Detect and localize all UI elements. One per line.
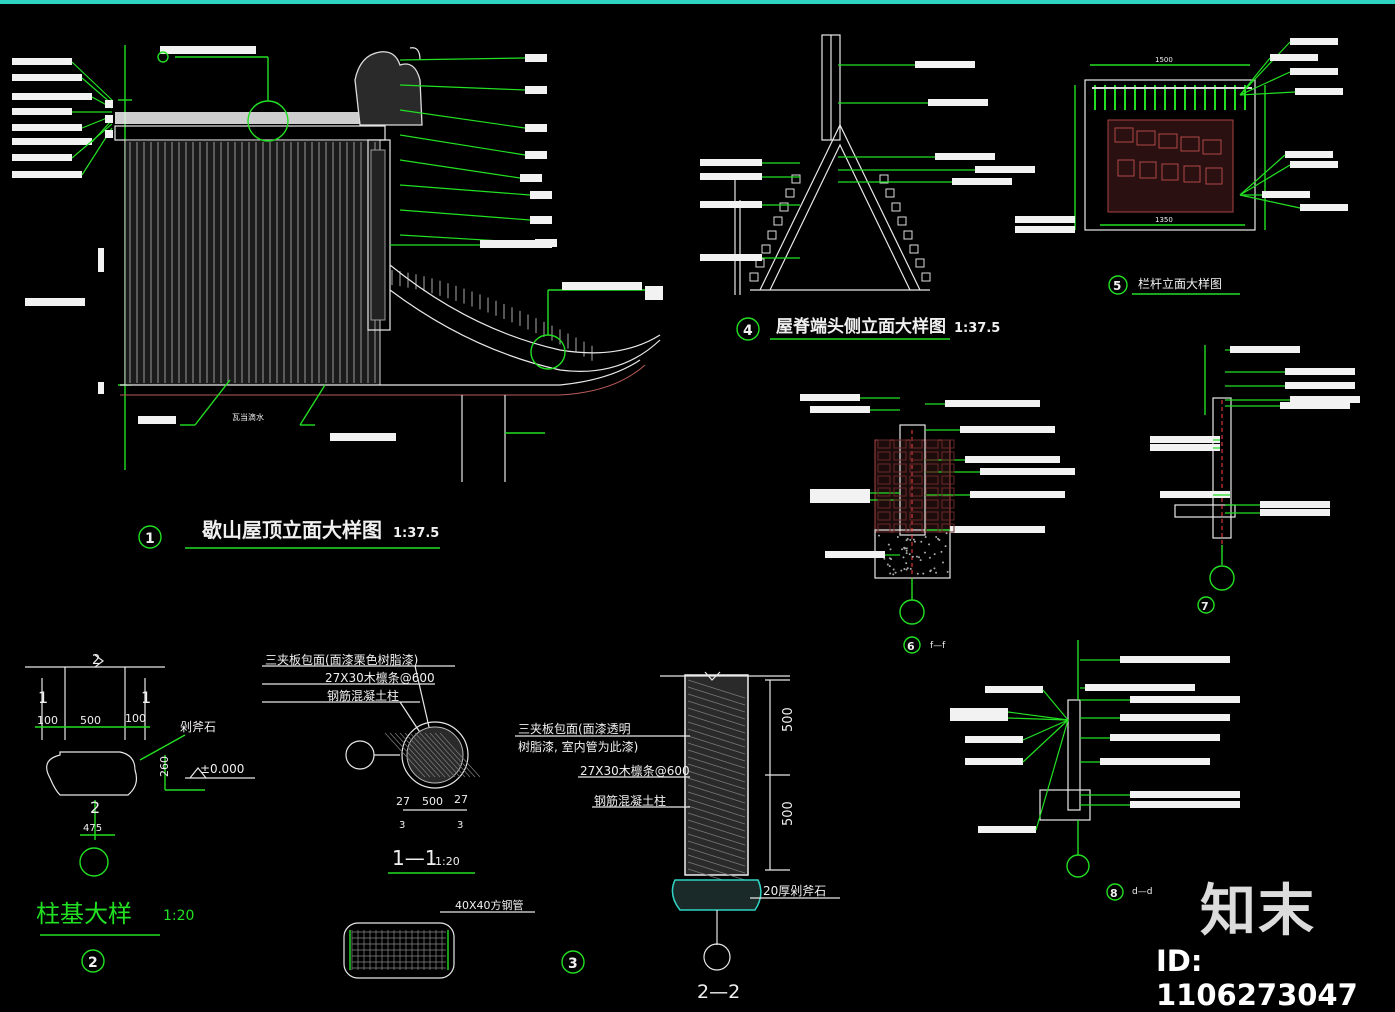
watermark-brand: 知末 — [1200, 866, 1316, 947]
rail-dim-top: 1500 — [1155, 56, 1173, 64]
steel-label: 40X40方钢管 — [455, 898, 524, 912]
dim-3-left: 3 — [399, 820, 405, 831]
cut-2-bottom: 2 — [90, 798, 100, 817]
dim-475: 475 — [83, 823, 102, 834]
detail-4-number: 4 — [743, 323, 753, 339]
detail-4-scale: 1:37.5 — [954, 321, 1000, 336]
section-2-2: 500 500 三夹板包面(面漆透明 树脂漆, 室内管为此漆) 27X30木檩条… — [515, 672, 840, 1000]
stone-label: 剁斧石 — [180, 720, 216, 734]
detail-5-railing: 1500 1350 5 栏杆立面大样图 — [1015, 38, 1348, 294]
dim-27-left: 27 — [396, 795, 410, 808]
section-11-note3: 钢筋混凝土柱 — [327, 688, 399, 703]
detail-5-number: 5 — [1113, 279, 1121, 293]
dim-100-right: 100 — [125, 712, 146, 725]
detail-1-title: 歇山屋顶立面大样图 — [202, 518, 382, 542]
section-22-label: 2—2 — [697, 981, 740, 1000]
detail-6-section: 6 f—f — [800, 394, 1075, 653]
detail-7-section: 7 — [1150, 345, 1360, 613]
dim-500: 500 — [80, 714, 101, 727]
section-1-1: 三夹板包面(面漆栗色树脂漆) 27X30木檩条@600 钢筋混凝土柱 27 50… — [262, 652, 535, 978]
detail-6-number: 6 — [907, 640, 915, 653]
level-label: ±0.000 — [200, 762, 244, 776]
section-11-note1: 三夹板包面(面漆栗色树脂漆) — [265, 652, 418, 667]
detail-2-title: 柱基大样 — [36, 900, 132, 928]
section-11-note2: 27X30木檩条@600 — [325, 670, 435, 685]
section-22-note2: 树脂漆, 室内管为此漆) — [518, 739, 638, 754]
dim-27-right: 27 — [454, 793, 468, 806]
dim-500-upper: 500 — [781, 707, 796, 732]
detail-8-section: 8 d—d — [950, 640, 1240, 900]
section-22-note4: 钢筋混凝土柱 — [594, 793, 666, 808]
dim-500-11: 500 — [422, 795, 443, 808]
rail-dim-bottom: 1350 — [1155, 216, 1173, 224]
ridge-note: 瓦当滴水 — [232, 412, 264, 422]
detail-4-ridge-end: 4 屋脊端头侧立面大样图 1:37.5 — [700, 35, 1035, 340]
detail-4-title: 屋脊端头侧立面大样图 — [776, 316, 946, 337]
detail-1-roof-elevation: 瓦当滴水 1 歇山屋顶立面大样图 1:37.5 — [12, 45, 663, 548]
cut-1-left: 1 — [38, 688, 48, 707]
detail-2-scale: 1:20 — [163, 908, 194, 924]
detail-8-number: 8 — [1110, 887, 1118, 900]
cut-1-right: 1 — [141, 688, 151, 707]
detail-8-label: d—d — [1132, 887, 1152, 897]
detail-2-column-base: 2 1 1 100 500 100 260 2 475 剁斧石 ±0.000 柱… — [25, 653, 255, 972]
section-22-note1: 三夹板包面(面漆透明 — [518, 722, 631, 736]
dim-3-right: 3 — [457, 820, 463, 831]
dim-260: 260 — [158, 756, 171, 777]
section-22-note3: 27X30木檩条@600 — [580, 763, 690, 778]
section-22-stone: 20厚剁斧石 — [763, 884, 826, 898]
detail-1-number: 1 — [145, 531, 155, 547]
section-11-scale: 1:20 — [435, 855, 460, 868]
detail-7-number: 7 — [1201, 600, 1209, 613]
detail-5-title: 栏杆立面大样图 — [1138, 276, 1222, 291]
section-11-label: 1—1 — [392, 846, 437, 870]
dim-100-left: 100 — [37, 714, 58, 727]
detail-1-scale: 1:37.5 — [393, 526, 439, 541]
detail-2-number: 2 — [88, 955, 98, 971]
watermark-id: ID: 1106273047 — [1156, 944, 1395, 1012]
detail-3-number: 3 — [568, 956, 578, 972]
cut-2-top: 2 — [92, 653, 100, 668]
detail-6-label: f—f — [930, 641, 946, 651]
dim-500-lower: 500 — [781, 801, 796, 826]
